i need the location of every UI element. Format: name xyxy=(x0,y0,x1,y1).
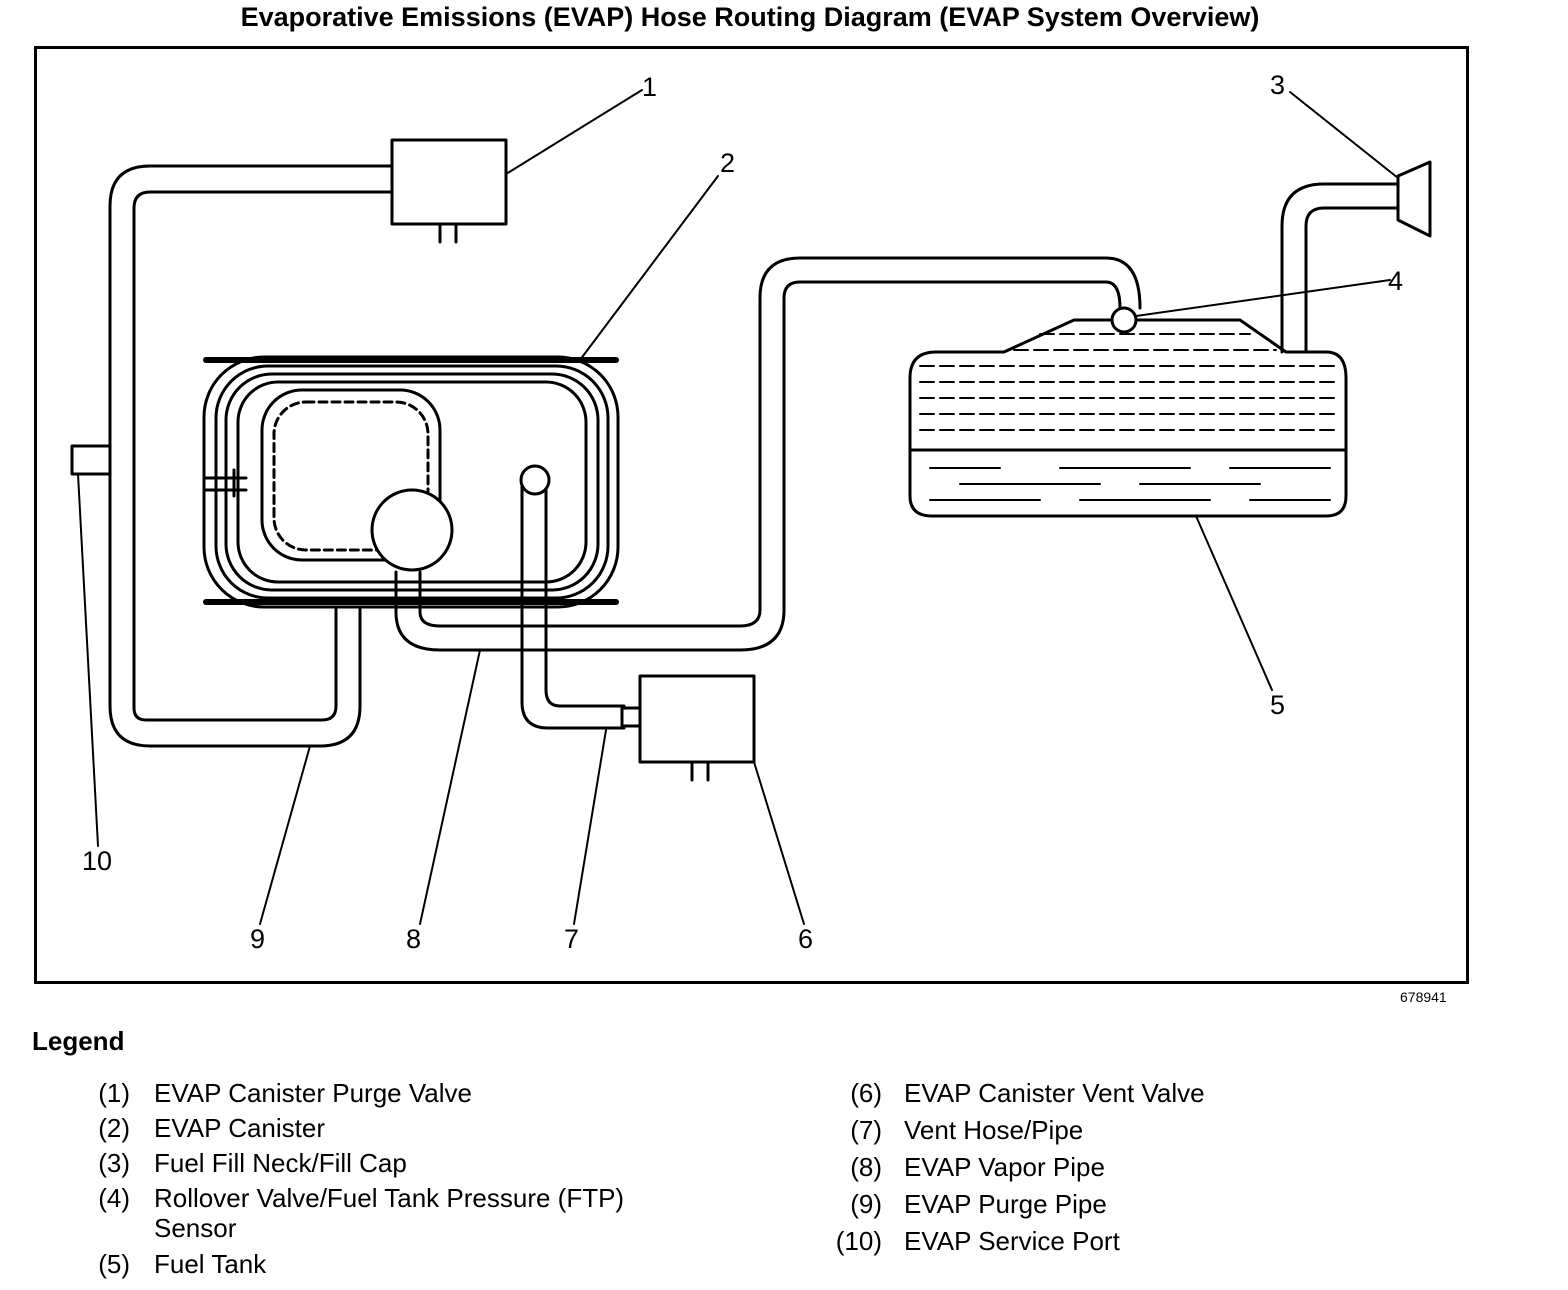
callout-leader-lines xyxy=(77,89,1399,925)
callout-7: 7 xyxy=(564,924,579,954)
legend-label: Vent Hose/Pipe xyxy=(904,1115,1084,1145)
callout-1: 1 xyxy=(642,72,657,102)
evap-service-port xyxy=(70,444,112,476)
legend-number: (4) xyxy=(98,1183,130,1213)
legend-label: EVAP Service Port xyxy=(904,1226,1120,1256)
evap-canister xyxy=(202,355,620,609)
callout-6: 6 xyxy=(798,924,813,954)
legend-number: (1) xyxy=(98,1078,130,1108)
evap-canister-purge-valve xyxy=(390,138,508,244)
legend-label-continued: Sensor xyxy=(154,1213,237,1243)
diagram-frame xyxy=(34,46,1469,984)
legend-label: EVAP Vapor Pipe xyxy=(904,1152,1105,1182)
fuel-tank xyxy=(908,318,1348,518)
legend-heading: Legend xyxy=(32,1026,125,1056)
legend-label: Fuel Tank xyxy=(154,1249,267,1279)
callout-4: 4 xyxy=(1388,266,1403,296)
legend-number: (2) xyxy=(98,1113,130,1143)
callout-8: 8 xyxy=(406,924,421,954)
legend-label: EVAP Canister xyxy=(154,1113,326,1143)
legend-number: (9) xyxy=(850,1189,882,1219)
fuel-fill-neck-cap xyxy=(1280,160,1432,354)
legend-label: EVAP Purge Pipe xyxy=(904,1189,1107,1219)
callout-10: 10 xyxy=(82,846,112,876)
legend-number: (3) xyxy=(98,1148,130,1178)
callout-labels: 1 2 3 4 5 6 7 8 9 10 xyxy=(82,70,1403,954)
legend-number: (8) xyxy=(850,1152,882,1182)
callout-9: 9 xyxy=(250,924,265,954)
vent-hose-pipe xyxy=(519,464,642,730)
legend-number: (10) xyxy=(835,1226,882,1256)
legend-label: Rollover Valve/Fuel Tank Pressure (FTP) xyxy=(154,1183,625,1213)
diagram-title: Evaporative Emissions (EVAP) Hose Routin… xyxy=(240,2,1260,32)
legend-number: (7) xyxy=(850,1115,882,1145)
callout-2: 2 xyxy=(720,148,735,178)
legend-label: EVAP Canister Vent Valve xyxy=(904,1078,1205,1108)
legend-number: (6) xyxy=(850,1078,882,1108)
callout-5: 5 xyxy=(1270,690,1285,720)
evap-diagram: 1 2 3 4 5 6 7 8 9 10 xyxy=(70,70,1432,954)
legend-label: EVAP Canister Purge Valve xyxy=(154,1078,472,1108)
legend-number: (5) xyxy=(98,1249,130,1279)
legend-label: Fuel Fill Neck/Fill Cap xyxy=(154,1148,407,1178)
evap-canister-vent-valve xyxy=(638,674,756,782)
rollover-valve-ftp-sensor xyxy=(1110,306,1138,334)
callout-3: 3 xyxy=(1270,70,1285,100)
figure-number: 678941 xyxy=(1400,989,1447,1005)
evap-vapor-pipe xyxy=(394,256,1142,652)
